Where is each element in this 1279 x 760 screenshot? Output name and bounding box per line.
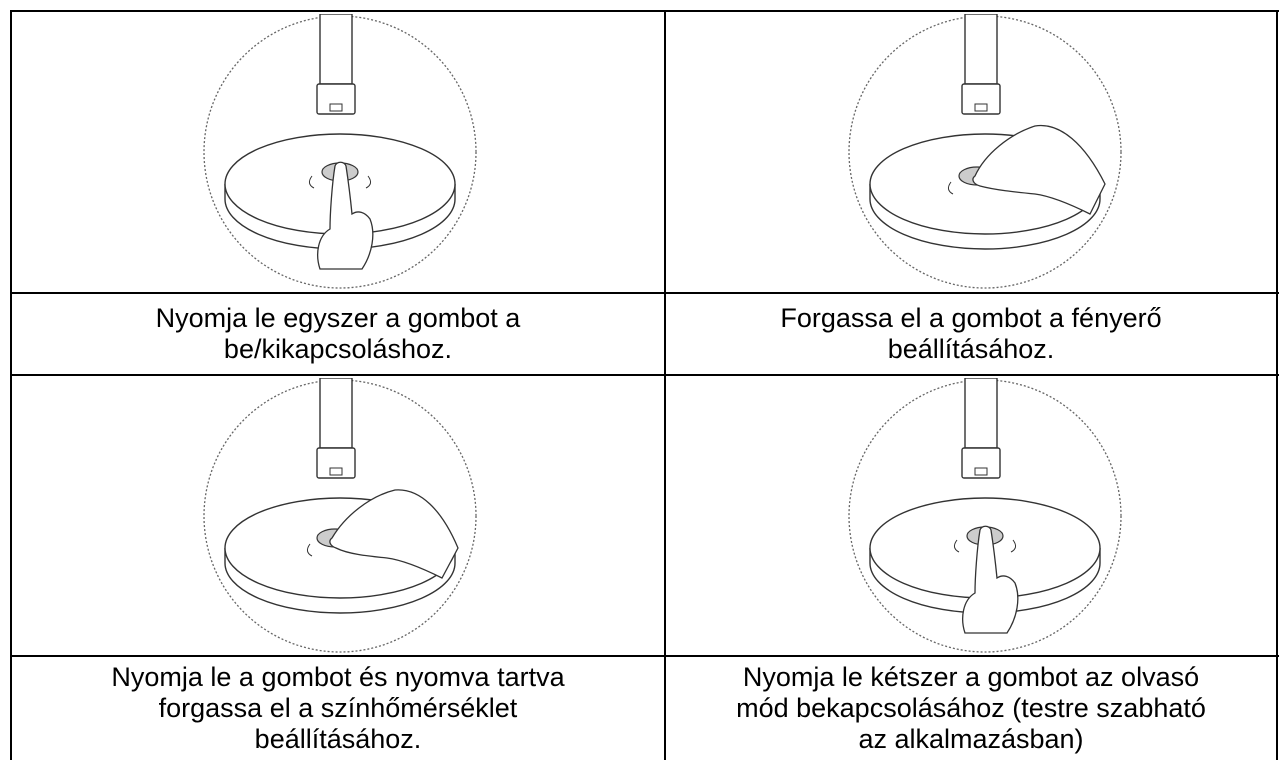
caption-press-rotate-text: Nyomja le a gombot és nyomva tartva forg… (111, 662, 565, 754)
lamp-double-press-icon (848, 378, 1122, 653)
caption-press-text: Nyomja le egyszer a gombot a be/kikapcso… (155, 303, 521, 364)
lamp-press-rotate-icon (203, 378, 477, 653)
caption-press: Nyomja le egyszer a gombot a be/kikapcso… (12, 294, 664, 374)
caption-double-press-text: Nyomja le kétszer a gombot az olvasó mód… (736, 662, 1206, 754)
illustration-double-press (835, 378, 1135, 654)
caption-rotate: Forgassa el a gombot a fényerő beállítás… (666, 294, 1276, 374)
table-row-divider (10, 655, 1279, 657)
illustration-rotate (835, 14, 1135, 290)
table-border-top (10, 10, 1279, 12)
table-row-divider (10, 292, 1279, 294)
caption-double-press: Nyomja le kétszer a gombot az olvasó mód… (666, 657, 1276, 760)
illustration-press-rotate (190, 378, 490, 654)
table-border-left (10, 10, 12, 760)
table-border-right (1276, 10, 1278, 760)
lamp-rotate-icon (848, 14, 1122, 289)
table-row-divider (10, 374, 1279, 376)
table-column-divider (664, 10, 666, 760)
caption-rotate-text: Forgassa el a gombot a fényerő beállítás… (780, 303, 1162, 364)
illustration-press (190, 14, 490, 290)
lamp-press-icon (203, 14, 477, 289)
caption-press-rotate: Nyomja le a gombot és nyomva tartva forg… (12, 657, 664, 760)
